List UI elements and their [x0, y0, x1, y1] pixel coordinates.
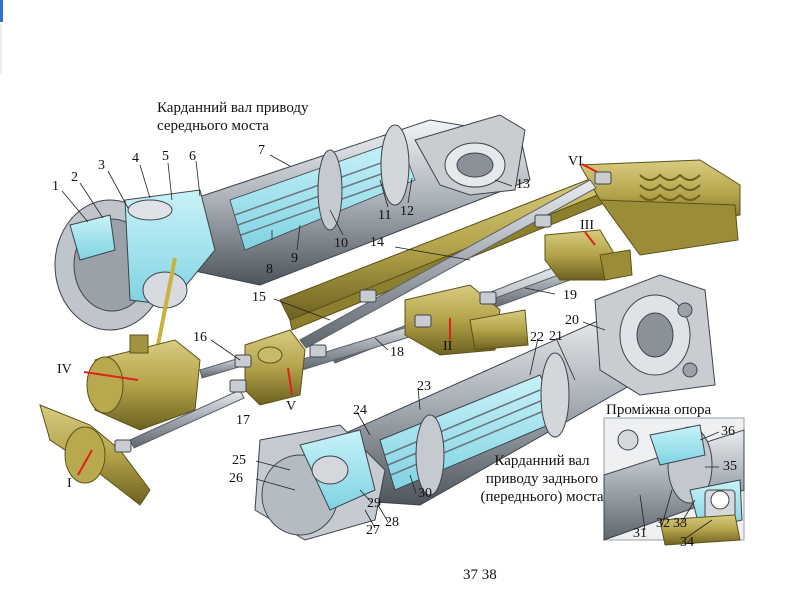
callout-21: 21 [549, 329, 563, 344]
callout-23: 23 [417, 379, 431, 394]
callout-35: 35 [723, 459, 737, 474]
middle-axle-shaft [174, 114, 531, 286]
roman-label-winch: VI [568, 154, 583, 169]
middle-axle-shaft-title: Карданний вал приводу середнього моста [157, 99, 309, 135]
joint-markers [114, 171, 612, 453]
middle-axle-title-line-1: Карданний вал приводу [157, 100, 309, 116]
callout-13: 13 [516, 177, 530, 192]
callout-15: 15 [252, 290, 266, 305]
callout-19: 19 [563, 288, 577, 303]
middle-axle-title-line-2: середнього моста [157, 118, 269, 134]
callout-33: 33 [673, 516, 687, 531]
intermediate-support-inset [603, 417, 745, 546]
slide-edge-line [0, 24, 2, 74]
callout-25: 25 [232, 453, 246, 468]
callout-10: 10 [334, 236, 348, 251]
callout-16: 16 [193, 330, 207, 345]
roman-markers [77, 163, 598, 476]
callout-18: 18 [390, 345, 404, 360]
rear-axle-unit [544, 229, 633, 281]
intermediate-support-title: Проміжна опора [606, 402, 712, 418]
rear-axle-title-line-2: приводу заднього [485, 471, 599, 487]
callout-6: 6 [189, 149, 196, 164]
callout-28: 28 [385, 515, 399, 530]
callout-9: 9 [291, 251, 298, 266]
front-axle-unit [39, 404, 151, 506]
callout-31: 31 [633, 526, 647, 541]
callout-24: 24 [353, 403, 367, 418]
callout-2: 2 [71, 170, 78, 185]
callout-22: 22 [530, 330, 544, 345]
callout-34: 34 [680, 535, 694, 550]
rear-axle-shaft-title: Карданний вал приводу заднього (передньо… [472, 452, 612, 506]
callout-7: 7 [258, 143, 265, 158]
callout-1: 1 [52, 179, 59, 194]
rear-axle-title-line-1: Карданний вал [494, 453, 590, 469]
slide-corner-mark [0, 0, 3, 22]
callout-8: 8 [266, 262, 273, 277]
callout-14: 14 [370, 235, 384, 250]
roman-label-distribution-box: V [286, 399, 297, 414]
rear-axle-title-line-3: (переднього) моста [480, 489, 604, 505]
roman-label-transfer-case: IV [57, 362, 72, 377]
roman-label-front-axle: I [67, 476, 72, 491]
callout-26: 26 [229, 471, 243, 486]
callout-12: 12 [400, 204, 414, 219]
callout-30: 30 [418, 486, 432, 501]
roman-label-rear-axle: III [580, 218, 594, 233]
transfer-case [86, 334, 201, 431]
footer-page-numbers: 37 38 [463, 567, 497, 583]
callout-17: 17 [236, 413, 250, 428]
callout-27: 27 [366, 523, 380, 538]
callout-36: 36 [721, 424, 735, 439]
callout-3: 3 [98, 158, 105, 173]
leader-lines [61, 154, 720, 539]
distribution-box [244, 329, 306, 406]
middle-axle-unit [404, 284, 529, 356]
callout-4: 4 [132, 151, 139, 166]
callout-11: 11 [378, 208, 392, 223]
middle-axle-flange [54, 189, 216, 346]
roman-label-middle-axle: II [443, 339, 453, 354]
callout-20: 20 [565, 313, 579, 328]
callout-5: 5 [162, 149, 169, 164]
callout-32: 32 [656, 516, 670, 531]
callout-29: 29 [367, 496, 381, 511]
rear-axle-shaft [254, 274, 716, 541]
